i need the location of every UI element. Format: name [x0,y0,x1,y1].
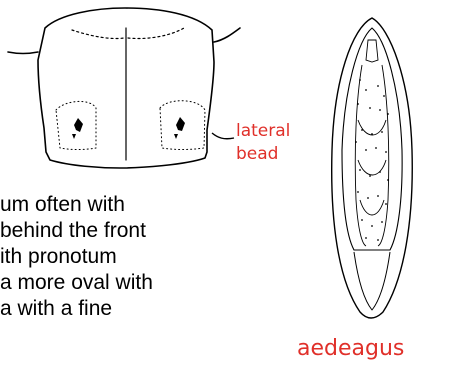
lateral-bead-pointer [212,133,234,139]
left-antenna-stub [8,52,38,54]
fovea-marks [72,117,185,139]
lateral-bead-label: lateral bead [236,120,290,166]
description-line-3: ith pronotum [0,244,300,270]
internal-sac-stipple [355,79,389,241]
aedeagus-outline [332,18,413,318]
right-antenna-stub [214,28,240,42]
lateral-bead-label-line2: bead [236,143,290,166]
aedeagus-shaft [354,252,390,310]
description-line-2: behind the front [0,218,300,244]
description-text: um often with behind the front ith prono… [0,192,300,322]
front-impression [72,28,184,39]
description-line-1: um often with [0,192,300,218]
aedeagus-drawing [332,18,413,318]
description-line-4: a more oval with [0,270,300,296]
aedeagus-inner-outline [342,28,402,250]
internal-sac [355,40,389,246]
pronotum-drawing [8,8,240,168]
lateral-bead-label-line1: lateral [236,120,290,143]
aedeagus-label: aedeagus [297,336,404,362]
description-line-5: a with a fine [0,296,300,322]
